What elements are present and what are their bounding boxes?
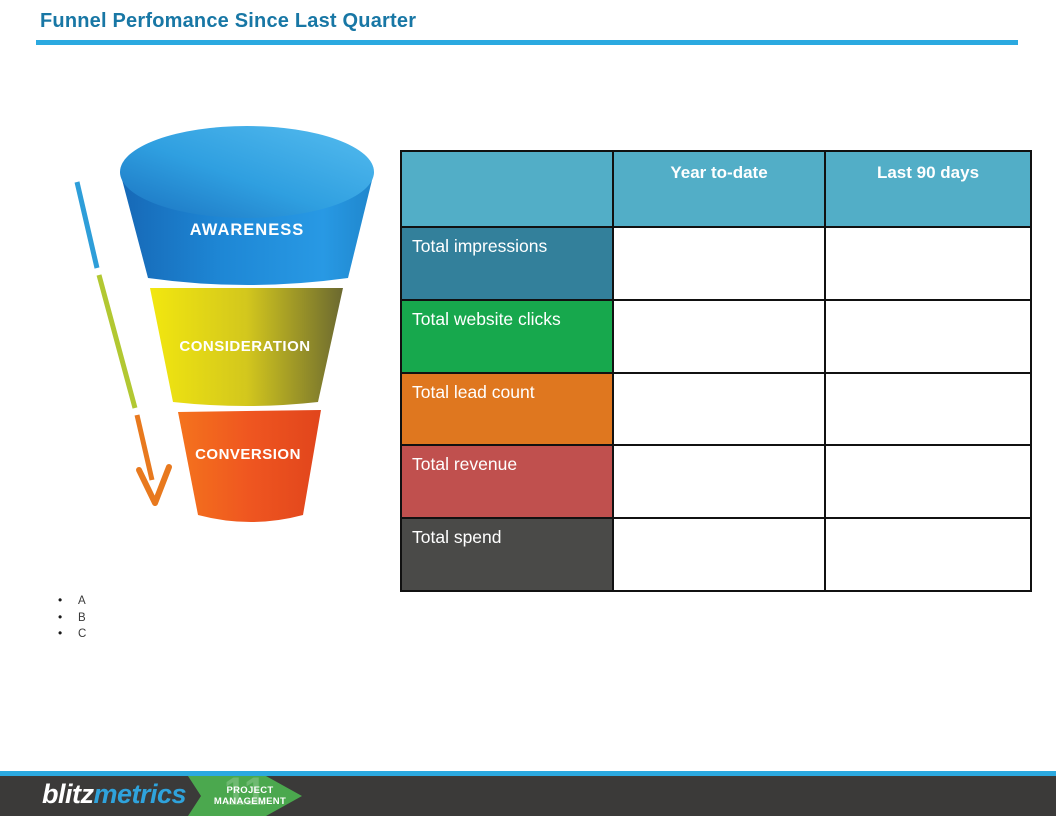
blitzmetrics-logo: blitzmetrics bbox=[42, 779, 187, 810]
bullet-text-a: A bbox=[78, 595, 86, 607]
metrics-table: Year to-date Last 90 days Total impressi… bbox=[400, 150, 1032, 592]
footer-bar: blitzmetrics 11 PROJECT MANAGEMENT 669 bbox=[0, 776, 1056, 816]
funnel-stage-consideration: CONSIDERATION bbox=[150, 288, 343, 406]
bullet-list: • A • B • C bbox=[58, 593, 86, 643]
funnel-stage-conversion: CONVERSION bbox=[178, 410, 321, 522]
badge-chapter-number: 11 bbox=[223, 776, 267, 814]
cell-spend-90d bbox=[826, 519, 1030, 590]
list-item: • C bbox=[58, 626, 86, 643]
page-title: Funnel Perfomance Since Last Quarter bbox=[40, 10, 417, 32]
bullet-icon: • bbox=[58, 593, 63, 607]
cell-leads-ytd bbox=[614, 373, 824, 445]
bullet-icon: • bbox=[58, 609, 63, 624]
row-label-leads: Total lead count bbox=[402, 373, 612, 445]
funnel-diagram: AWARENESS CONSIDERATION CONVERSION bbox=[74, 126, 374, 522]
cell-impressions-90d bbox=[826, 228, 1030, 299]
stage-label-awareness: AWARENESS bbox=[190, 221, 304, 239]
list-item: • B bbox=[58, 610, 86, 627]
logo-part-blitz: blitz bbox=[42, 779, 94, 809]
funnel-stage-awareness: AWARENESS bbox=[120, 126, 374, 285]
logo-part-metrics: metrics bbox=[93, 779, 187, 809]
cell-leads-90d bbox=[826, 373, 1030, 445]
badge-line1: PROJECT bbox=[226, 785, 274, 796]
funnel-arrow bbox=[74, 181, 172, 506]
row-label-impressions: Total impressions bbox=[402, 228, 612, 299]
bullet-text-c: C bbox=[78, 628, 87, 640]
bullet-icon: • bbox=[58, 626, 63, 640]
stage-label-conversion: CONVERSION bbox=[195, 446, 301, 463]
stage-label-consideration: CONSIDERATION bbox=[179, 338, 310, 355]
list-item: • A bbox=[58, 593, 86, 610]
badge-text: PROJECT MANAGEMENT bbox=[188, 776, 302, 807]
row-label-spend: Total spend bbox=[402, 519, 612, 590]
table-header-blank bbox=[402, 152, 612, 226]
cell-clicks-90d bbox=[826, 300, 1030, 372]
cell-spend-ytd bbox=[614, 519, 824, 590]
table-header-ytd: Year to-date bbox=[614, 152, 824, 226]
table-header-90d: Last 90 days bbox=[826, 152, 1030, 226]
bullet-text-b: B bbox=[78, 611, 86, 624]
footer-accent-line bbox=[0, 771, 1056, 776]
title-underline bbox=[36, 40, 1018, 45]
project-management-badge: 11 PROJECT MANAGEMENT bbox=[188, 776, 302, 816]
cell-revenue-90d bbox=[826, 446, 1030, 518]
cell-impressions-ytd bbox=[614, 228, 824, 299]
row-label-revenue: Total revenue bbox=[402, 446, 612, 518]
cell-clicks-ytd bbox=[614, 300, 824, 372]
row-label-clicks: Total website clicks bbox=[402, 300, 612, 372]
cell-revenue-ytd bbox=[614, 446, 824, 518]
badge-line2: MANAGEMENT bbox=[213, 796, 287, 807]
arrowhead-icon bbox=[136, 464, 172, 506]
